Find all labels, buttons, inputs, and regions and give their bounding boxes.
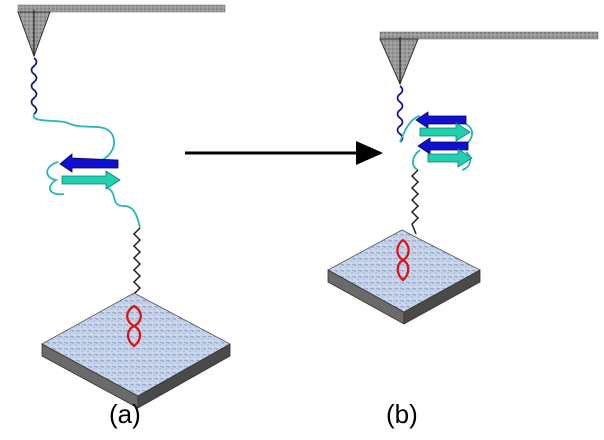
substrate-a <box>41 292 231 409</box>
linker-wave-b <box>396 85 404 143</box>
surface-anchor-b <box>396 238 410 282</box>
panel-b <box>327 31 599 325</box>
protein-loop-bottom-a <box>107 187 141 229</box>
beta-strand-b-2 <box>419 122 471 142</box>
polymer-chain-b <box>410 169 420 235</box>
beta-strand-b-3 <box>417 137 469 155</box>
substrate-b <box>327 229 481 325</box>
cantilever-beam-b <box>379 31 599 40</box>
beta-strand-blue-a <box>59 153 119 173</box>
beta-strand-cyan-a <box>61 170 121 190</box>
panel-a <box>17 4 231 409</box>
cantilever-beam-a <box>17 4 226 13</box>
protein-loop-top-a <box>33 113 115 161</box>
afm-tip-b <box>379 38 419 86</box>
protein-loop-b <box>399 115 473 171</box>
panel-label-b: (b) <box>386 399 418 429</box>
surface-anchor-a <box>126 304 142 348</box>
protein-loop-left-a <box>46 161 65 196</box>
linker-wave-a <box>30 57 38 115</box>
beta-strand-b-1 <box>415 111 467 129</box>
panel-label-a: (a) <box>109 399 141 429</box>
beta-strand-b-4 <box>427 148 473 168</box>
